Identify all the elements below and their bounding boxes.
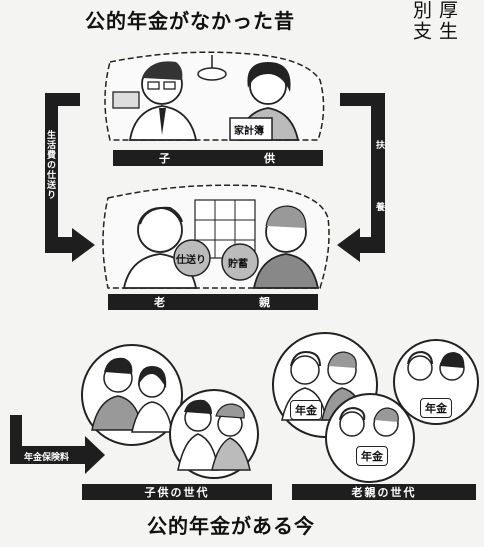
pension-badge-2: 年金	[420, 398, 452, 418]
remittance-arrow-label: 生活費の仕送り	[45, 130, 55, 200]
children-label-2: 供	[264, 152, 277, 165]
side-text-2: 別支	[410, 0, 432, 42]
parents-label-1: 老	[154, 296, 167, 309]
title-past: 公的年金がなかった昔	[85, 9, 295, 33]
savings-bubble-text: 貯蓄	[228, 259, 248, 270]
parents-generation-label: 老親の世代	[351, 486, 417, 499]
household-book-text: 家計簿	[234, 126, 264, 137]
support-arrow-label-2: 養	[374, 202, 384, 212]
pension-badge-1: 年金	[290, 400, 322, 420]
parents-generation-bar: 老親の世代	[292, 484, 476, 500]
children-generation-label: 子供の世代	[144, 486, 210, 499]
side-text-1: 厚生	[436, 0, 458, 42]
pension-badge-3: 年金	[356, 446, 388, 466]
premium-arrow-label: 年金保険料	[24, 453, 70, 463]
support-arrow-label-1: 扶	[374, 140, 384, 150]
remittance-bubble-text: 仕送り	[176, 255, 206, 266]
title-present: 公的年金がある今	[147, 514, 315, 538]
children-label-1: 子	[159, 152, 172, 165]
parents-label-2: 親	[259, 296, 272, 309]
children-label-bar: 子 供	[113, 150, 323, 166]
children-generation-bar: 子供の世代	[82, 484, 272, 500]
parents-label-bar: 老 親	[108, 294, 318, 310]
